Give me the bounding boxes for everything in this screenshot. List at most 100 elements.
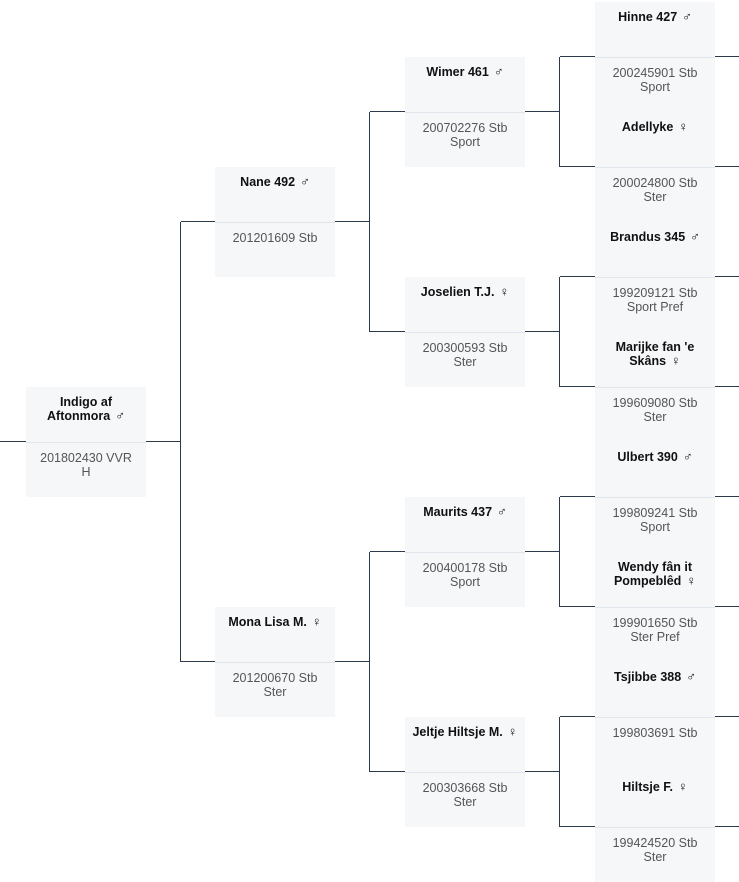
horse-registration: 201201609 Stb	[215, 222, 335, 277]
female-icon: ♀	[677, 779, 688, 794]
horse-registration: 199609080 Stb Ster	[595, 387, 715, 442]
horse-card-great-grandparent[interactable]: Hinne 427 ♂ 200245901 Stb Sport	[595, 2, 715, 112]
horse-card-great-grandparent[interactable]: Adellyke ♀ 200024800 Stb Ster	[595, 112, 715, 222]
horse-name: Maurits 437	[423, 505, 493, 519]
registration-number: 199609080 Stb	[612, 396, 698, 410]
horse-name: Tsjibbe 388	[614, 670, 682, 684]
registration-number: 201200670 Stb	[232, 671, 318, 685]
registration-number: 200702276 Stb	[422, 121, 508, 135]
female-icon: ♀	[499, 284, 510, 299]
horse-registration: 199209121 Stb Sport Pref	[595, 277, 715, 332]
male-icon: ♂	[497, 504, 507, 519]
horse-card-great-grandparent[interactable]: Brandus 345 ♂ 199209121 Stb Sport Pref	[595, 222, 715, 332]
studbook-section: Ster	[643, 410, 667, 424]
studbook-section: Ster	[643, 190, 667, 204]
studbook-section: Sport Pref	[626, 300, 684, 314]
horse-name: Joselien T.J.	[420, 285, 495, 299]
horse-card-great-grandparent[interactable]: Tsjibbe 388 ♂ 199803691 Stb	[595, 662, 715, 772]
horse-card-dam[interactable]: Mona Lisa M. ♀ 201200670 Stb Ster	[215, 607, 335, 717]
horse-name-row: Wimer 461 ♂	[405, 57, 525, 112]
male-icon: ♂	[682, 9, 692, 24]
horse-name-row: Nane 492 ♂	[215, 167, 335, 222]
male-icon: ♂	[115, 408, 125, 423]
horse-name: Nane 492	[240, 175, 296, 189]
horse-card-dam-sire[interactable]: Maurits 437 ♂ 200400178 Stb Sport	[405, 497, 525, 607]
horse-registration: 199901650 Stb Ster Pref	[595, 607, 715, 662]
horse-card-sire-sire[interactable]: Wimer 461 ♂ 200702276 Stb Sport	[405, 57, 525, 167]
male-icon: ♂	[300, 174, 310, 189]
female-icon: ♀	[671, 353, 681, 368]
horse-card-great-grandparent[interactable]: Ulbert 390 ♂ 199809241 Stb Sport	[595, 442, 715, 552]
horse-name-row: Indigo af Aftonmora♂	[26, 387, 146, 442]
horse-name-row: Wendy fân it Pompeblêd♀	[595, 552, 715, 607]
horse-card-great-grandparent[interactable]: Marijke fan 'e Skâns♀ 199609080 Stb Ster	[595, 332, 715, 442]
registration-number: 199809241 Stb	[612, 506, 698, 520]
horse-card-great-grandparent[interactable]: Hiltsje F. ♀ 199424520 Stb Ster	[595, 772, 715, 882]
horse-name: Wendy fân it Pompeblêd	[613, 560, 693, 588]
studbook-section: Ster	[263, 685, 287, 699]
male-icon: ♂	[682, 449, 693, 464]
horse-name: Ulbert 390	[617, 450, 678, 464]
registration-number: 199209121 Stb	[612, 286, 698, 300]
horse-card-great-grandparent[interactable]: Wendy fân it Pompeblêd♀ 199901650 Stb St…	[595, 552, 715, 662]
studbook-section: Sport	[640, 520, 670, 534]
horse-name: Jeltje Hiltsje M.	[412, 725, 503, 739]
horse-registration: 199424520 Stb Ster	[595, 827, 715, 882]
horse-name: Hinne 427	[618, 10, 678, 24]
horse-card-subject[interactable]: Indigo af Aftonmora♂ 201802430 VVR H	[26, 387, 146, 497]
registration-number: 200245901 Stb	[612, 66, 698, 80]
studbook-section: Ster Pref	[630, 630, 680, 644]
horse-registration: 199809241 Stb Sport	[595, 497, 715, 552]
registration-number: 200303668 Stb	[422, 781, 508, 795]
horse-registration: 201200670 Stb Ster	[215, 662, 335, 717]
registration-number: 200024800 Stb	[612, 176, 698, 190]
horse-name-row: Jeltje Hiltsje M. ♀	[405, 717, 525, 772]
horse-name: Marijke fan 'e Skâns	[615, 340, 695, 368]
horse-registration: 200024800 Stb Ster	[595, 167, 715, 222]
horse-registration: 200702276 Stb Sport	[405, 112, 525, 167]
male-icon: ♂	[493, 64, 504, 79]
female-icon: ♀	[678, 119, 689, 134]
horse-name: Brandus 345	[610, 230, 686, 244]
registration-number: 201201609 Stb	[232, 231, 318, 245]
horse-name-row: Mona Lisa M. ♀	[215, 607, 335, 662]
horse-name-row: Hinne 427 ♂	[595, 2, 715, 57]
registration-number: 199424520 Stb	[612, 836, 698, 850]
studbook-section: H	[81, 465, 91, 479]
registration-number: 201802430 VVR	[40, 451, 132, 465]
horse-name: Indigo af Aftonmora	[47, 395, 113, 423]
horse-name-row: Brandus 345 ♂	[595, 222, 715, 277]
horse-registration: 200245901 Stb Sport	[595, 57, 715, 112]
registration-number: 200300593 Stb	[422, 341, 508, 355]
horse-registration: 200303668 Stb Ster	[405, 772, 525, 827]
horse-name: Mona Lisa M.	[228, 615, 307, 629]
studbook-section: Ster	[453, 355, 477, 369]
registration-number: 199901650 Stb	[612, 616, 698, 630]
horse-name-row: Joselien T.J. ♀	[405, 277, 525, 332]
studbook-section: Ster	[453, 795, 477, 809]
studbook-section: Sport	[450, 575, 480, 589]
horse-name: Wimer 461	[426, 65, 489, 79]
female-icon: ♀	[311, 614, 322, 629]
horse-registration: 200400178 Stb Sport	[405, 552, 525, 607]
male-icon: ♂	[686, 669, 696, 684]
horse-card-sire[interactable]: Nane 492 ♂ 201201609 Stb	[215, 167, 335, 277]
female-icon: ♀	[507, 724, 518, 739]
horse-registration: 199803691 Stb	[595, 717, 715, 772]
horse-card-dam-dam[interactable]: Jeltje Hiltsje M. ♀ 200303668 Stb Ster	[405, 717, 525, 827]
registration-number: 199803691 Stb	[612, 726, 698, 740]
horse-name: Adellyke	[621, 120, 674, 134]
horse-name-row: Adellyke ♀	[595, 112, 715, 167]
horse-name-row: Maurits 437 ♂	[405, 497, 525, 552]
horse-name-row: Hiltsje F. ♀	[595, 772, 715, 827]
studbook-section: Sport	[450, 135, 480, 149]
horse-registration: 201802430 VVR H	[26, 442, 146, 497]
studbook-section: Ster	[643, 850, 667, 864]
horse-name-row: Marijke fan 'e Skâns♀	[595, 332, 715, 387]
male-icon: ♂	[690, 229, 700, 244]
horse-card-sire-dam[interactable]: Joselien T.J. ♀ 200300593 Stb Ster	[405, 277, 525, 387]
horse-name: Hiltsje F.	[622, 780, 673, 794]
horse-registration: 200300593 Stb Ster	[405, 332, 525, 387]
horse-name-row: Tsjibbe 388 ♂	[595, 662, 715, 717]
